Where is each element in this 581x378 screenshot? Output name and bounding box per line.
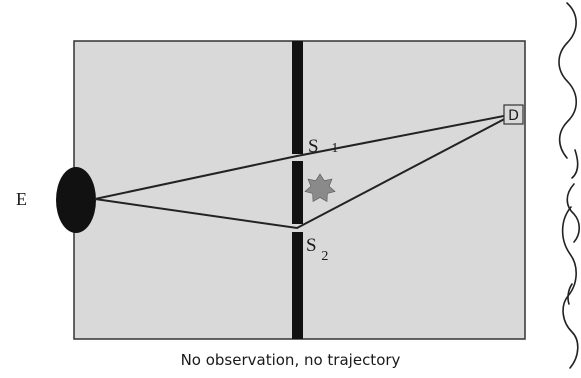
slit2-letter: S xyxy=(306,235,317,256)
slit1-letter: S xyxy=(308,136,319,157)
source-emitter xyxy=(56,167,96,233)
interference-pattern xyxy=(558,2,581,369)
barrier-bottom xyxy=(292,232,303,339)
barrier-top xyxy=(292,41,303,154)
source-label: E xyxy=(16,189,27,209)
slit1-label: S 1 xyxy=(308,136,338,157)
slit1-index: 1 xyxy=(331,141,338,156)
caption: No observation, no trajectory xyxy=(180,351,401,369)
barrier-middle xyxy=(292,161,303,224)
detector-label: D xyxy=(508,108,519,124)
path-via-slit1 xyxy=(94,113,515,200)
path-via-slit2 xyxy=(94,113,515,230)
slit2-label: S 2 xyxy=(306,235,328,264)
star-icon xyxy=(304,173,336,203)
slit2-index: 2 xyxy=(321,249,328,264)
detector-box xyxy=(503,104,524,125)
